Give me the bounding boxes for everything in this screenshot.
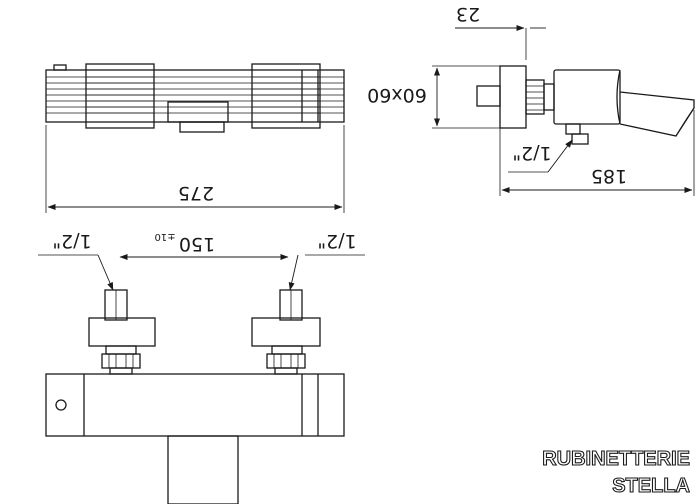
dim-depth-label: 185 xyxy=(591,165,627,187)
front-view: 150 ±10 1/2" 1/2" xyxy=(38,230,365,504)
brand-logo: RUBINETTERIE STELLA xyxy=(542,447,691,497)
side-view: 23 60x60 1/2" 185 xyxy=(367,3,695,196)
thread-outlet-label: 1/2" xyxy=(512,142,551,164)
top-view: 275 xyxy=(45,63,345,213)
thread-right-label: 1/2" xyxy=(317,230,356,252)
brand-line1: RUBINETTERIE xyxy=(542,448,690,470)
thread-left-label: 1/2" xyxy=(52,230,91,252)
dim-flange-label: 60x60 xyxy=(367,84,427,106)
dim-center-distance-label: 150 xyxy=(179,233,215,255)
dim-tolerance-label: ±10 xyxy=(154,231,175,242)
dim-wall-offset-label: 23 xyxy=(456,3,480,25)
brand-line2: STELLA xyxy=(612,475,690,497)
dim-length-label: 275 xyxy=(178,182,214,204)
